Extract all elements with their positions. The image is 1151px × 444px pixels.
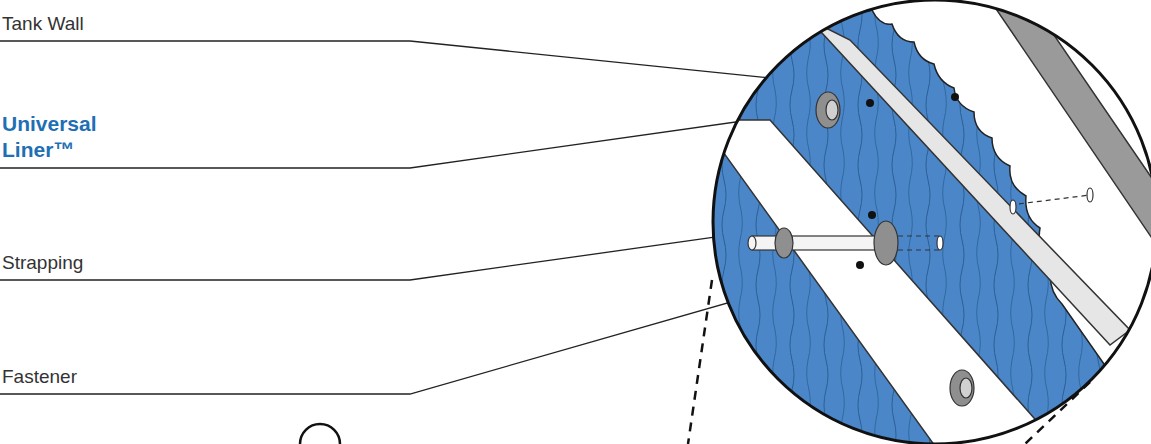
leader-dots [856, 93, 959, 269]
product-label: Universal Liner™ [2, 111, 112, 163]
part-label: Strapping [2, 251, 83, 275]
part-label: Fastener [2, 365, 77, 389]
detail-marker [300, 424, 340, 444]
part-label: Tank Wall [2, 12, 84, 36]
magnified-view [700, 0, 1151, 444]
